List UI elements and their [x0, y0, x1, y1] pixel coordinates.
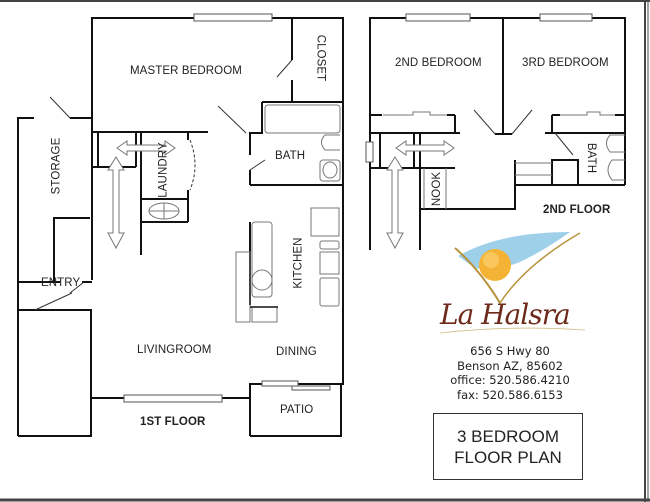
second-floor-windows — [365, 13, 593, 163]
plan-title-box: 3 BEDROOM FLOOR PLAN — [433, 413, 583, 480]
second-floor-stair-arrows — [386, 140, 455, 250]
logo-wordmark: La Halsra — [440, 298, 571, 331]
room-label-patio: PATIO — [280, 404, 314, 416]
room-label-2nd-bedroom: 2ND BEDROOM — [395, 57, 482, 69]
plan-title-line-2: FLOOR PLAN — [454, 448, 562, 467]
room-label-kitchen: KITCHEN — [292, 237, 305, 289]
first-floor-walls — [17, 17, 344, 437]
address-line-2: Benson AZ, 85602 — [457, 358, 563, 373]
room-label-dining: DINING — [276, 346, 317, 358]
room-label-bath: BATH — [275, 150, 306, 162]
second-floor-doors — [473, 109, 574, 156]
room-label-laundry: LAUNDRY — [157, 142, 170, 198]
floor-label-2nd: 2ND FLOOR — [543, 204, 611, 216]
fax-number: fax: 520.586.6153 — [457, 387, 563, 402]
room-label-storage: STORAGE — [50, 137, 63, 195]
room-label-master-bedroom: MASTER BEDROOM — [130, 65, 242, 77]
first-floor-windows — [123, 13, 331, 403]
second-floor-fixtures — [383, 111, 625, 209]
plan-title-line-1: 3 BEDROOM — [456, 427, 560, 446]
room-label-nook: NOOK — [431, 171, 444, 207]
room-label-closet: CLOSET — [314, 34, 327, 82]
floor-label-1st: 1ST FLOOR — [140, 416, 206, 428]
contact-info: 656 S Hwy 80 Benson AZ, 85602 office: 52… — [440, 344, 580, 402]
room-label-3rd-bedroom: 3RD BEDROOM — [522, 57, 609, 69]
room-label-entry: ENTRY — [41, 277, 81, 289]
room-label-2nd-floor-bath: BATH — [585, 142, 598, 174]
address-line-1: 656 S Hwy 80 — [470, 344, 550, 358]
la-halsra-logo — [439, 232, 586, 334]
room-label-livingroom: LIVINGROOM — [137, 344, 212, 356]
first-floor-fixtures — [148, 104, 341, 323]
office-phone: office: 520.586.4210 — [450, 373, 570, 387]
first-floor-doors — [34, 59, 293, 311]
first-floor-stair-arrows — [107, 140, 176, 250]
